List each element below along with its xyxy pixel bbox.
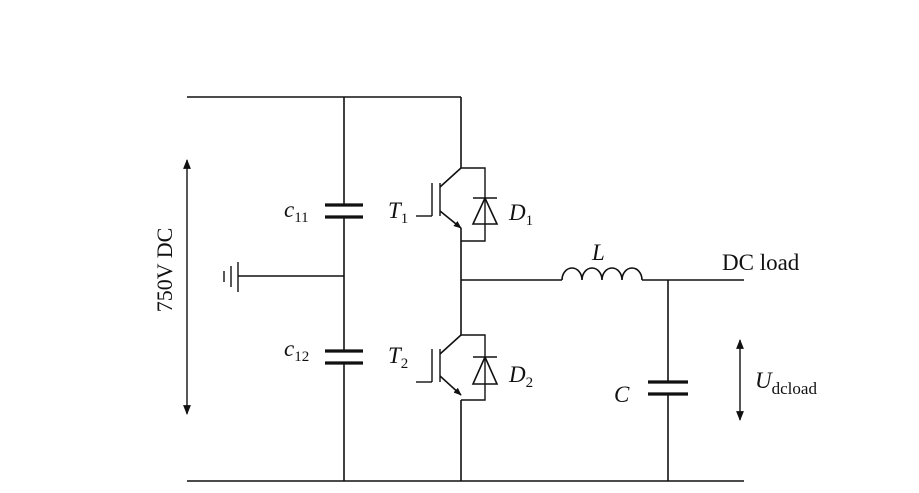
load-voltage-label: Udcload	[755, 368, 817, 398]
t1-label-main: T	[388, 198, 403, 223]
c12-label: c12	[284, 336, 309, 365]
d2-label: D2	[508, 362, 533, 391]
t1-label: T1	[388, 198, 408, 227]
t2-collector	[439, 334, 462, 355]
load-voltage-label-main: U	[755, 368, 773, 393]
d1-wire	[461, 167, 486, 242]
d1-label-sub: 1	[526, 213, 534, 229]
output-cap-label: C	[614, 382, 630, 407]
c12-label-sub: 12	[294, 349, 309, 365]
d1-label-main: D	[508, 200, 526, 225]
d2-label-sub: 2	[526, 375, 534, 391]
t1-emitter	[439, 210, 462, 229]
c11-label-main: c	[284, 197, 294, 222]
t1-label-sub: 1	[401, 211, 409, 227]
c11-label: c11	[284, 197, 309, 226]
load-label: DC load	[722, 250, 800, 275]
load-voltage-label-sub: dcload	[772, 379, 818, 398]
d2-wire	[461, 334, 486, 401]
t1-collector	[439, 167, 462, 188]
inductor-icon	[561, 267, 643, 281]
d1-diode-icon	[471, 196, 499, 225]
t2-emitter	[439, 375, 462, 396]
inductor-label: L	[591, 240, 605, 265]
t2-label: T2	[388, 343, 408, 372]
c11-label-sub: 11	[294, 210, 308, 226]
t2-label-sub: 2	[401, 356, 409, 372]
d2-label-main: D	[508, 362, 526, 387]
d2-diode-icon	[471, 355, 499, 385]
t2-label-main: T	[388, 343, 403, 368]
source-voltage-label: 750V DC	[152, 228, 177, 313]
d1-label: D1	[508, 200, 533, 229]
c12-label-main: c	[284, 336, 294, 361]
